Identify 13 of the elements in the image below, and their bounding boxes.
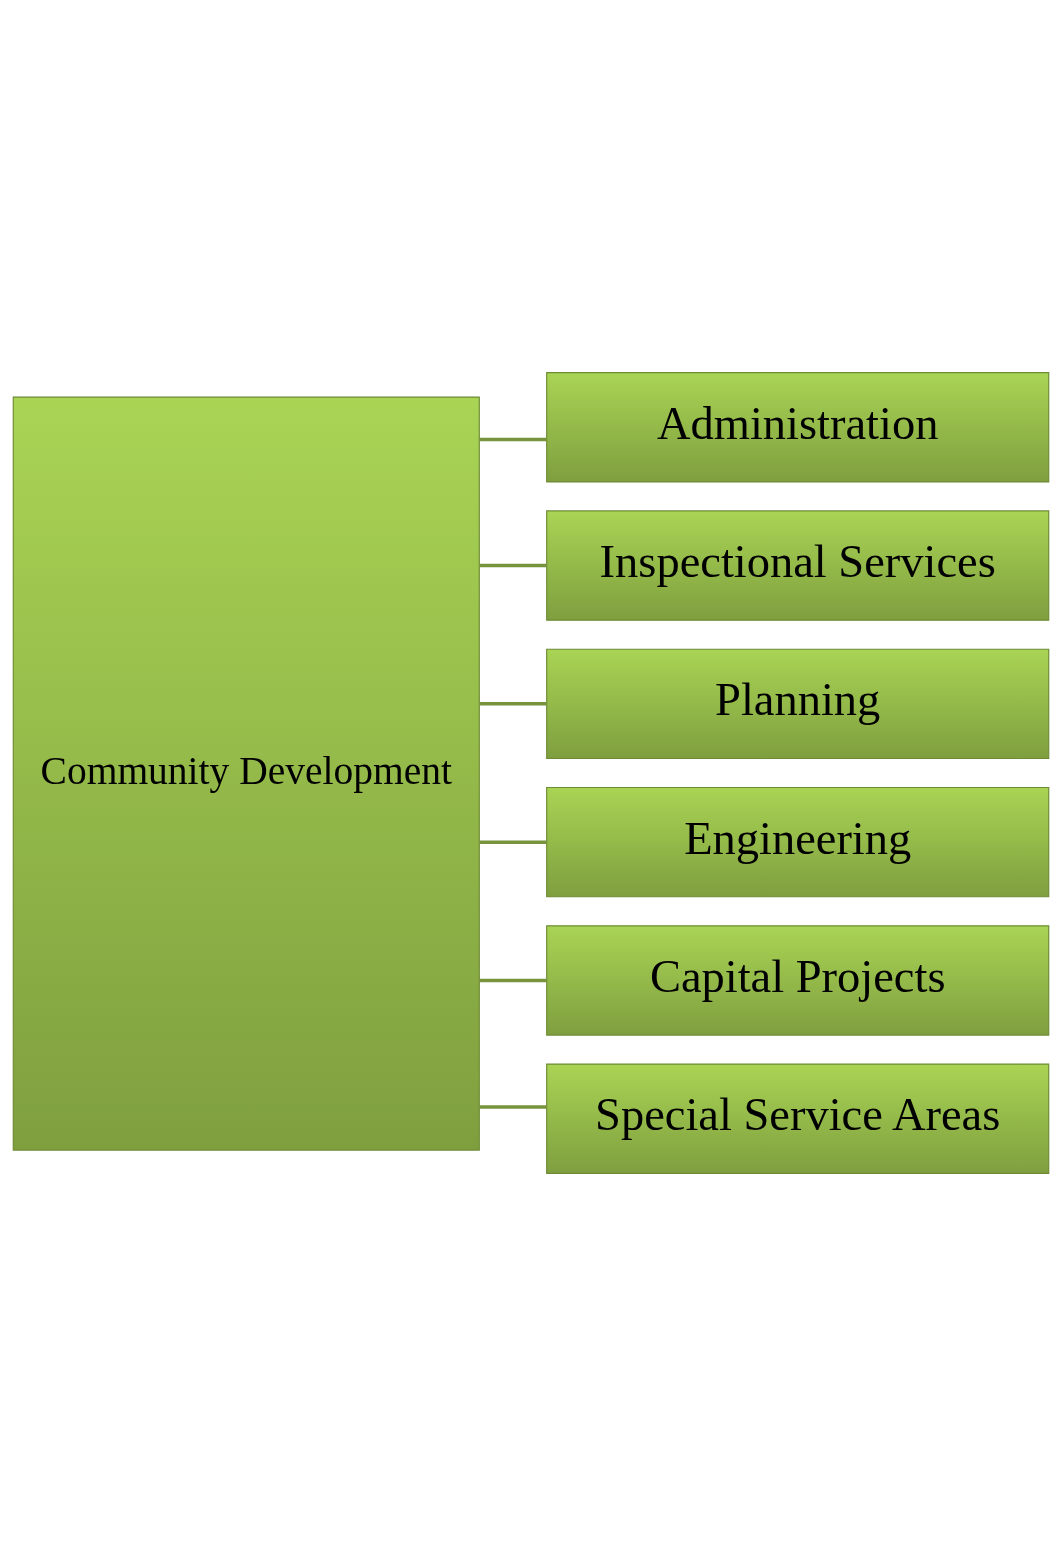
node-box: Engineering (546, 786, 1050, 898)
connector (479, 437, 547, 442)
connector (479, 840, 547, 844)
node-box: Special Service Areas (546, 1063, 1050, 1174)
connector (479, 978, 547, 983)
node-box: Capital Projects (546, 925, 1050, 1036)
node-box: Inspectional Services (546, 510, 1050, 621)
connector (479, 563, 547, 568)
node-box: Community Development (12, 396, 480, 1151)
node-box: Planning (546, 648, 1050, 760)
connector (479, 1105, 547, 1109)
node-box: Administration (546, 372, 1050, 483)
connector (479, 702, 547, 706)
